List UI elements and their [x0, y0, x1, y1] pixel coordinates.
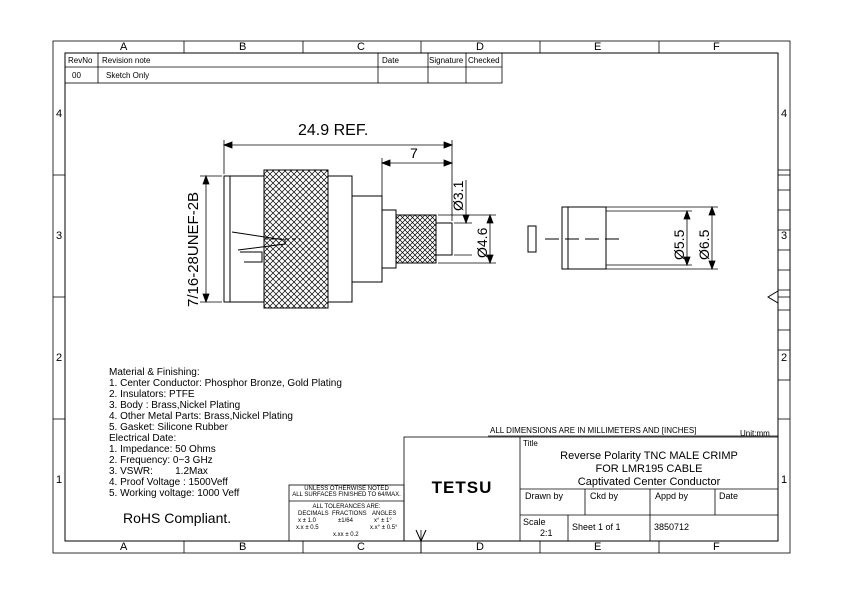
- dim-pin-diameter: Ø3.1: [450, 180, 466, 211]
- rev-header-date: Date: [382, 56, 399, 65]
- zone-number-left-2: 2: [56, 352, 63, 364]
- part-number: 3850712: [654, 522, 690, 532]
- note-material-1: 1. Center Conductor: Phosphor Bronze, Go…: [109, 378, 342, 389]
- note-electrical-heading: Electrical Date:: [109, 433, 177, 444]
- dimension-lines: [200, 140, 718, 304]
- tolerance-header-1: UNLESS OTHERWISE NOTED: [304, 486, 389, 492]
- zone-number-right-2: 2: [781, 352, 788, 364]
- zone-number-right-4: 4: [781, 108, 788, 120]
- zone-letter-top-d: D: [476, 41, 484, 53]
- zone-number-left-4: 4: [56, 108, 63, 120]
- note-electrical-3: 3. VSWR: 1.2Max: [109, 466, 208, 477]
- dim-sleeve-outer-diameter: Ø6.5: [696, 229, 712, 260]
- tolerance-col-angles: ANGLES: [372, 511, 397, 517]
- title-line-2: FOR LMR195 CABLE: [595, 463, 703, 475]
- note-material-3: 3. Body : Brass,Nickel Plating: [109, 400, 241, 411]
- center-arrow-right: [767, 290, 779, 304]
- zone-ticks: [53, 41, 790, 553]
- title-line-1: Reverse Polarity TNC MALE CRIMP: [560, 450, 738, 462]
- zone-letter-top-e: E: [594, 41, 602, 53]
- tolerance-title: ALL TOLERANCES ARE:: [312, 504, 381, 510]
- company-logo-text: TETSU: [431, 478, 493, 497]
- title-label: Title: [523, 439, 538, 448]
- zone-letter-bottom-f: F: [713, 541, 720, 553]
- zone-number-left-3: 3: [56, 230, 63, 242]
- note-material-4: 4. Other Metal Parts: Brass,Nickel Plati…: [109, 411, 293, 422]
- note-material-5: 5. Gasket: Silicone Rubber: [109, 422, 228, 433]
- note-electrical-4: 4. Proof Voltage : 1500Veff: [109, 477, 228, 488]
- dim-sleeve-inner-diameter: Ø5.5: [671, 229, 687, 260]
- scale-value: 2:1: [540, 528, 553, 538]
- checked-by-label: Ckd by: [590, 491, 619, 501]
- zone-number-left-1: 1: [56, 474, 63, 486]
- tolerance-col-decimals: DECIMALS: [298, 511, 329, 517]
- sheet-number: Sheet 1 of 1: [572, 522, 621, 532]
- note-electrical-2: 2. Frequency: 0~3 GHz: [109, 455, 213, 466]
- rev-header-note: Revision note: [102, 56, 151, 65]
- date-label: Date: [719, 491, 739, 501]
- dim-thread-spec: 7/16-28UNEF-2B: [185, 191, 202, 307]
- loose-parts: [527, 206, 620, 270]
- zone-letter-top-f: F: [713, 41, 720, 53]
- tolerance-angle-2: x.x° ± 0.5°: [370, 525, 398, 531]
- note-material-2: 2. Insulators: PTFE: [109, 389, 195, 400]
- note-material-heading: Material & Finishing:: [109, 367, 200, 378]
- dim-overall-length: 24.9 REF.: [298, 122, 369, 139]
- title-line-3: Captivated Center Conductor: [577, 476, 721, 488]
- note-electrical-5: 5. Working voltage: 1000 Veff: [109, 488, 240, 499]
- note-electrical-1: 1. Impedance: 50 Ohms: [109, 444, 216, 455]
- unit-label: Unit:mm: [740, 429, 770, 438]
- zone-letter-bottom-c: C: [357, 541, 365, 553]
- approved-by-label: Appd by: [655, 491, 689, 501]
- right-edge-boxes: [777, 169, 791, 381]
- zone-letter-top-b: B: [239, 41, 247, 53]
- rohs-statement: RoHS Compliant.: [123, 510, 232, 526]
- connector-drawing: [223, 169, 453, 309]
- rev-header-checked: Checked: [468, 56, 500, 65]
- tolerance-header-2: ALL SURFACES FINISHED TO 64/MAX.: [292, 492, 401, 498]
- tolerance-col-fractions: FRACTIONS: [332, 511, 367, 517]
- title-block-grid: [288, 435, 779, 542]
- tolerance-decimal-2: x.x ± 0.5: [296, 525, 319, 531]
- zone-letter-top-c: C: [357, 41, 365, 53]
- rev-row-note: Sketch Only: [106, 71, 150, 80]
- zone-letter-bottom-a: A: [120, 541, 128, 553]
- rev-row-revno: 00: [72, 71, 81, 80]
- rev-header-revno: RevNo: [68, 56, 93, 65]
- tolerance-decimal-3: x.xx ± 0.2: [333, 532, 359, 538]
- zone-number-right-3: 3: [781, 230, 788, 242]
- zone-letter-bottom-b: B: [239, 541, 247, 553]
- dims-units-note: ALL DIMENSIONS ARE IN MILLIMETERS AND [I…: [490, 426, 697, 435]
- revision-table-grid: [64, 52, 503, 84]
- rev-header-signature: Signature: [429, 56, 464, 65]
- drawn-by-label: Drawn by: [525, 491, 564, 501]
- zone-number-right-1: 1: [781, 474, 788, 486]
- tolerance-decimal-1: x ± 1.0: [298, 518, 316, 524]
- zone-letter-bottom-d: D: [476, 541, 484, 553]
- tolerance-fraction-1: ±1/64: [338, 518, 353, 524]
- dim-ferrule-inner-diameter: Ø4.6: [474, 227, 490, 258]
- zone-letter-top-a: A: [120, 41, 128, 53]
- dim-crimp-length: 7: [410, 145, 418, 161]
- zone-letter-bottom-e: E: [594, 541, 602, 553]
- scale-label: Scale: [523, 517, 546, 527]
- tolerance-angle-1: x° ± 1°: [374, 518, 392, 524]
